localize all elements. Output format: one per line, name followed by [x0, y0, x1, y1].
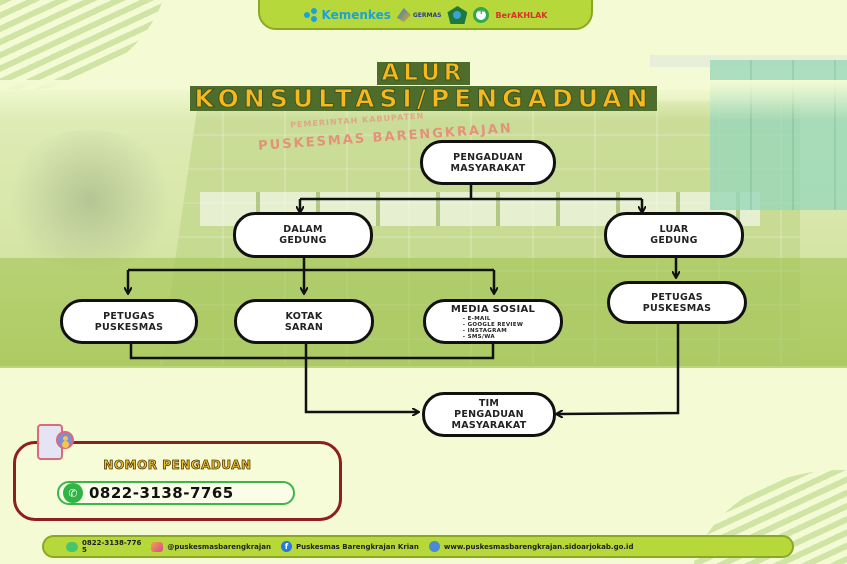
nomor-pengaduan-label: NOMOR PENGADUAN [103, 458, 252, 473]
whatsapp-icon [66, 541, 78, 552]
node-kotak-saran: KOTAK SARAN [234, 299, 374, 344]
node-text: MEDIA SOSIAL [450, 303, 536, 315]
footer-phone-line2: 5 [82, 545, 87, 554]
footer-phone-text: 0822-3138-776 5 [82, 538, 142, 554]
node-text: GEDUNG [279, 235, 327, 246]
logo-banner: Kemenkes GERMAS BerAKHLAK [258, 0, 593, 30]
footer-phone[interactable]: 0822-3138-776 5 [66, 538, 142, 554]
footer-facebook[interactable]: f Puskesmas Barengkrajan Krian [280, 541, 419, 552]
node-text: PUSKESMAS [94, 321, 164, 333]
facebook-icon: f [280, 541, 292, 552]
node-text: PENGADUAN [454, 409, 524, 420]
footer-contact-bar: 0822-3138-776 5 @puskesmasbarengkrajan f… [42, 535, 794, 558]
node-text: PETUGAS [103, 310, 155, 322]
globe-icon [428, 541, 440, 552]
media-item: SMS/WA [463, 334, 523, 340]
media-item: GOOGLE REVIEW [463, 322, 523, 328]
germas-logo: GERMAS [396, 8, 442, 22]
node-media-sosial: MEDIA SOSIAL E-MAIL GOOGLE REVIEW INSTAG… [423, 299, 563, 344]
node-text: MASYARAKAT [451, 420, 527, 431]
kemenkes-label: Kemenkes [321, 8, 391, 22]
jatim-emblem-icon [447, 6, 468, 24]
whatsapp-icon: ✆ [63, 483, 83, 503]
media-item: INSTAGRAM [463, 328, 523, 334]
complaint-phone-number: 0822-3138-7765 [89, 484, 234, 502]
node-petugas-puskesmas-luar: PETUGAS PUSKESMAS [607, 281, 747, 324]
node-text: LUAR [659, 224, 689, 235]
node-luar-gedung: LUAR GEDUNG [604, 212, 744, 258]
footer-phone-line1: 0822-3138-776 [82, 538, 142, 547]
germas-label: GERMAS [412, 11, 442, 19]
node-text: GEDUNG [650, 235, 698, 246]
node-text: PETUGAS [651, 291, 703, 303]
footer-website[interactable]: www.puskesmasbarengkrajan.sidoarjokab.go… [428, 541, 634, 552]
footer-facebook-text: Puskesmas Barengkrajan Krian [295, 542, 419, 551]
node-text: MASYARAKAT [450, 162, 526, 174]
title-line-2: KONSULTASI/PENGADUAN [0, 84, 847, 113]
kemenkes-logo: Kemenkes [303, 8, 391, 22]
title-alur: ALUR [377, 61, 470, 85]
node-text: SARAN [284, 321, 324, 333]
node-pengaduan-masyarakat: PENGADUAN MASYARAKAT [420, 140, 556, 185]
title-line-1: ALUR [0, 60, 847, 86]
node-text: DALAM [283, 224, 323, 235]
instagram-icon [151, 541, 164, 552]
footer-instagram[interactable]: @puskesmasbarengkrajan [151, 541, 271, 552]
node-tim-pengaduan-masyarakat: TIM PENGADUAN MASYARAKAT [422, 392, 556, 437]
footer-website-text: www.puskesmasbarengkrajan.sidoarjokab.go… [443, 542, 634, 551]
title-konsultasi: KONSULTASI/PENGADUAN [190, 86, 657, 112]
complaint-phone-link[interactable]: ✆ 0822-3138-7765 [57, 481, 295, 505]
berakhlak-logo: BerAKHLAK [495, 10, 548, 20]
footer-instagram-text: @puskesmasbarengkrajan [167, 542, 271, 551]
tree-background [0, 130, 180, 270]
node-dalam-gedung: DALAM GEDUNG [233, 212, 373, 258]
node-text: PUSKESMAS [642, 302, 712, 314]
node-text: KOTAK [285, 310, 323, 322]
health-emblem-icon [473, 7, 490, 23]
media-item: E-MAIL [463, 316, 523, 322]
node-text: PENGADUAN [453, 151, 523, 163]
kemenkes-icon [303, 8, 318, 22]
node-petugas-puskesmas-dalam: PETUGAS PUSKESMAS [60, 299, 198, 344]
user-chat-bubble-icon [56, 431, 74, 449]
media-sosial-list: E-MAIL GOOGLE REVIEW INSTAGRAM SMS/WA [463, 316, 523, 340]
node-text: TIM [478, 398, 500, 409]
